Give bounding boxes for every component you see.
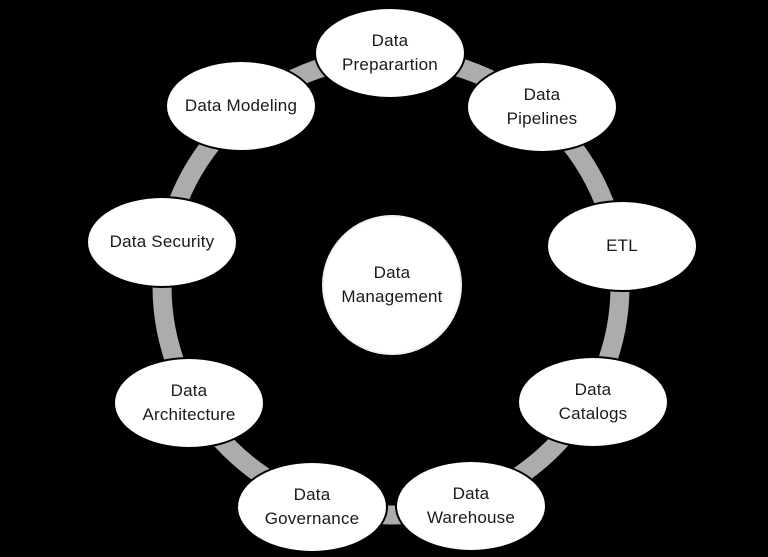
node-data-preparation: Data Preparartion	[314, 7, 466, 99]
node-data-modeling: Data Modeling	[165, 60, 317, 152]
node-data-architecture: Data Architecture	[113, 357, 265, 449]
node-data-pipelines-label: Data Pipelines	[506, 85, 578, 128]
center-node-label: Data Management	[341, 263, 443, 306]
node-data-warehouse-label: Data Warehouse	[426, 484, 516, 527]
node-data-catalogs-label: Data Catalogs	[558, 380, 628, 423]
node-data-security-label: Data Security	[109, 232, 215, 252]
node-data-warehouse: Data Warehouse	[395, 460, 547, 552]
node-data-pipelines: Data Pipelines	[466, 61, 618, 153]
center-node-data-management: Data Management	[322, 215, 462, 355]
node-data-architecture-label: Data Architecture	[142, 381, 236, 424]
node-data-governance: Data Governance	[236, 461, 388, 553]
node-etl: ETL	[546, 200, 698, 292]
node-data-modeling-label: Data Modeling	[184, 96, 298, 116]
node-data-preparation-label: Data Preparartion	[342, 31, 438, 74]
node-data-catalogs: Data Catalogs	[517, 356, 669, 448]
node-data-security: Data Security	[86, 196, 238, 288]
node-data-governance-label: Data Governance	[264, 485, 360, 528]
node-etl-label: ETL	[606, 236, 638, 256]
